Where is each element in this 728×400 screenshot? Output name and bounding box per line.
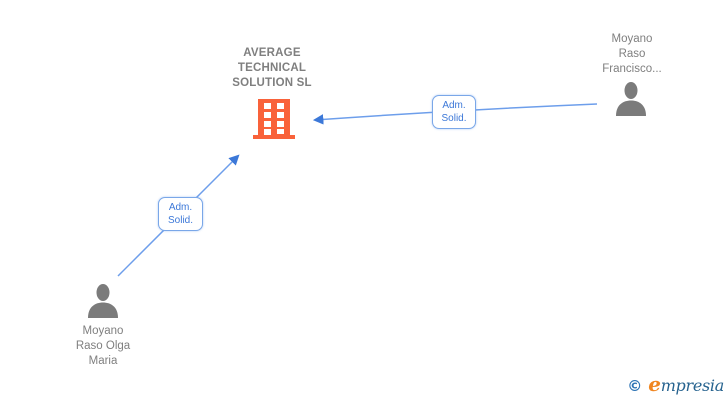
person-node-francisco[interactable]: [613, 82, 649, 121]
company-name-label: AVERAGE TECHNICAL SOLUTION SL: [192, 46, 352, 91]
person-node-olga[interactable]: [85, 284, 121, 323]
company-name-line: SOLUTION SL: [232, 77, 312, 89]
person-name-francisco: Moyano Raso Francisco...: [571, 32, 693, 77]
person-name-line: Raso: [618, 48, 646, 60]
company-name-line: TECHNICAL: [237, 62, 307, 74]
person-icon: [88, 284, 118, 318]
copyright-icon: ©: [627, 377, 643, 395]
company-node[interactable]: [252, 98, 296, 145]
edge-label-line: Adm.: [168, 202, 193, 213]
edge-label-line: Solid.: [441, 113, 467, 124]
person-icon: [616, 82, 646, 116]
person-name-olga: Moyano Raso Olga Maria: [42, 324, 164, 369]
edge-label-adm-solid-olga: Adm. Solid.: [158, 197, 203, 231]
company-name-line: AVERAGE: [243, 47, 301, 59]
brand-name-text: mpresia: [660, 376, 725, 395]
edge-label-line: Adm.: [442, 100, 466, 111]
edge-label-line: Solid.: [167, 215, 193, 226]
person-name-line: Raso Olga: [75, 340, 131, 352]
person-name-line: Moyano: [82, 325, 124, 337]
person-name-line: Maria: [88, 355, 118, 367]
building-icon: [253, 99, 295, 139]
edge-label-adm-solid-francisco: Adm. Solid.: [432, 95, 476, 129]
person-name-line: Francisco...: [602, 63, 662, 75]
empresia-logo[interactable]: © empresia: [627, 372, 724, 396]
person-name-line: Moyano: [611, 33, 653, 45]
brand-initial-letter: e: [648, 372, 661, 396]
